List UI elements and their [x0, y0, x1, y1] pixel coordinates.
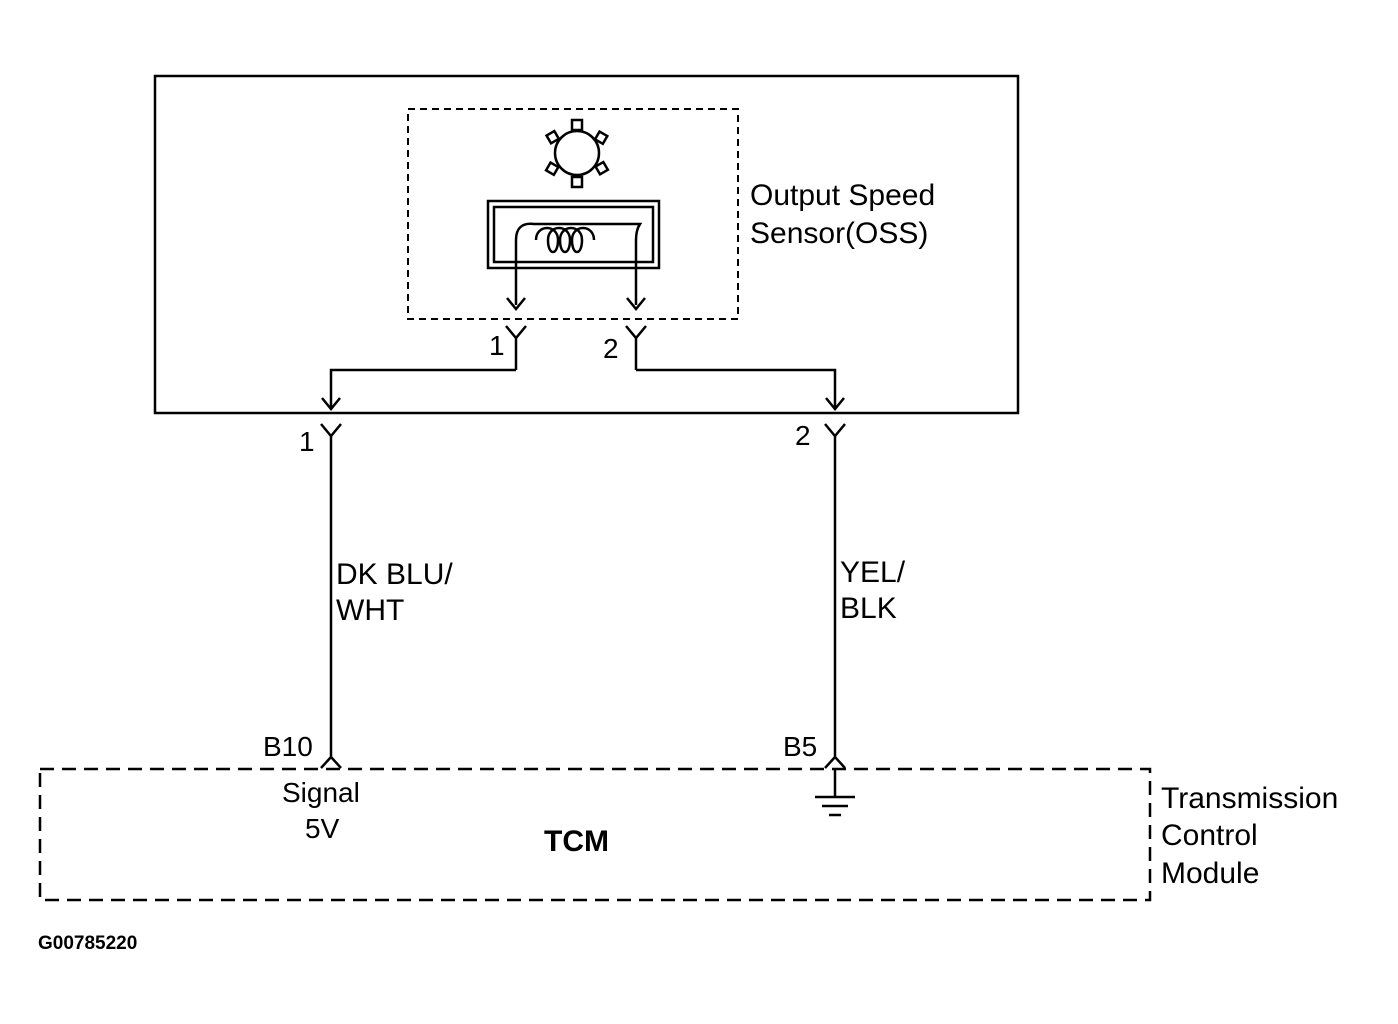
sensor-housing-box — [153, 74, 1020, 415]
tcm-module-outline — [38, 767, 1152, 902]
signal-label-line2: 5V — [305, 813, 340, 844]
tcm-pin-b5-label: B5 — [783, 731, 817, 762]
inner-pin-2-label: 2 — [603, 333, 619, 364]
tcm-label-line2: Control — [1161, 819, 1258, 852]
wire-2-color-line1: YEL/ — [840, 556, 906, 589]
tcm-label-line1: Transmission — [1161, 782, 1338, 815]
arrow-to-pin2 — [825, 397, 845, 411]
coil-winding-icon — [514, 222, 643, 305]
tcm-terminal-b10-icon — [320, 755, 342, 769]
ground-icon — [815, 768, 855, 817]
tcm-abbrev-label: TCM — [544, 825, 609, 858]
internal-wire-1 — [329, 368, 516, 407]
inner-arrow-2 — [626, 297, 646, 311]
coil-loops — [534, 226, 596, 254]
tcm-label-line3: Module — [1161, 857, 1259, 890]
signal-label-line1: Signal — [282, 777, 360, 808]
inner-arrow-1 — [506, 297, 526, 311]
tcm-terminal-b5-icon — [824, 755, 846, 769]
inner-pin-1-label: 1 — [489, 330, 505, 361]
oss-label-line2: Sensor(OSS) — [750, 217, 928, 250]
figure-id: G00785220 — [38, 933, 137, 954]
harness-connector-2-icon — [824, 423, 846, 438]
wire-1-color-line1: DK BLU/ — [336, 558, 453, 591]
reluctor-wheel-icon — [544, 118, 610, 189]
oss-component-outline — [407, 108, 739, 320]
tcm-pin-b10-label: B10 — [263, 731, 313, 762]
wire-2-color-line2: BLK — [840, 592, 897, 625]
inner-connector-2-icon — [625, 325, 647, 370]
arrow-to-pin1 — [321, 397, 341, 411]
coil-housing — [486, 199, 661, 270]
internal-wire-2 — [636, 368, 837, 407]
harness-pin-1-label: 1 — [299, 426, 315, 457]
harness-connector-1-icon — [320, 423, 342, 438]
wire-1-color-line2: WHT — [336, 594, 404, 627]
coil-housing-inner — [492, 205, 655, 264]
oss-label-line1: Output Speed — [750, 179, 935, 212]
inner-connector-1-icon — [505, 325, 527, 370]
harness-pin-2-label: 2 — [795, 420, 811, 451]
